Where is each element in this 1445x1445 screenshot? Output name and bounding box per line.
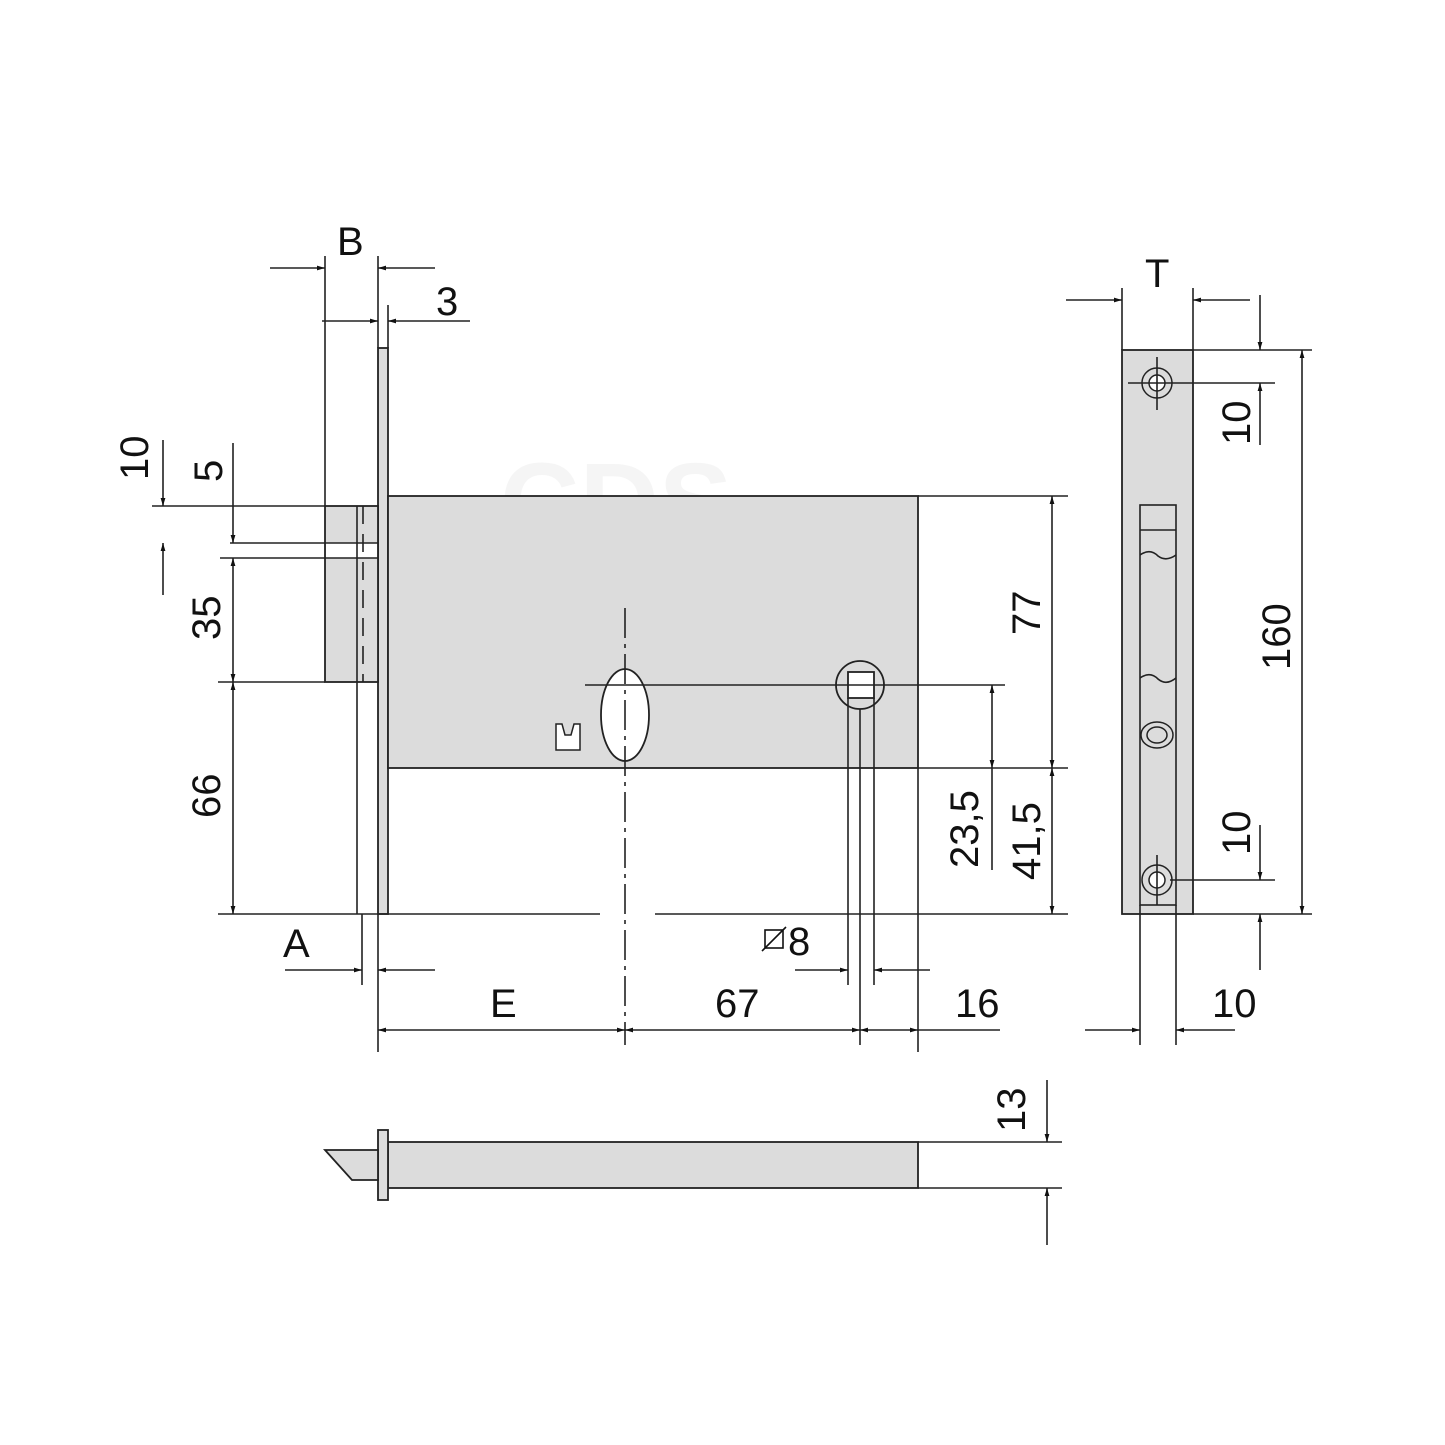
drawing-shape	[1139, 550, 1177, 560]
dim-label-5: 5	[187, 460, 231, 482]
latch-icon	[555, 723, 581, 751]
dim-label-B: B	[337, 220, 364, 264]
dim-label-10-latch: 10	[113, 436, 157, 481]
dim-label-10-width: 10	[1212, 982, 1257, 1026]
lock-case	[387, 495, 919, 769]
deadbolt-view: 13	[322, 1080, 1062, 1245]
dim-label-10-bottom: 10	[1215, 811, 1259, 856]
faceplate	[377, 347, 389, 915]
dimension-line	[761, 926, 787, 952]
latch-bolt	[324, 505, 379, 683]
square-spindle-icon	[761, 926, 787, 952]
lock-front-view	[152, 347, 1068, 1052]
dim-label-160: 160	[1255, 603, 1299, 670]
dimensions-front: B 3 10 5 35 66 77 23,5 41,5 A E 67 16	[113, 220, 1055, 1052]
faceplate-side	[1121, 349, 1194, 915]
dim-label-13: 13	[990, 1088, 1034, 1133]
dim-label-10-top: 10	[1215, 401, 1259, 446]
dim-label-A: A	[283, 922, 310, 966]
dim-label-T: T	[1145, 252, 1169, 296]
dim-label-16: 16	[955, 982, 1000, 1026]
faceplate-slot	[1139, 504, 1177, 906]
deadbolt-nose	[322, 1149, 379, 1181]
dim-label-41-5: 41,5	[1005, 802, 1049, 880]
drawing-shape	[1146, 726, 1168, 744]
dim-label-E: E	[490, 982, 517, 1026]
dim-label-square-8: 8	[788, 920, 810, 964]
latch-slot	[326, 543, 377, 558]
screw-hole-middle-icon	[1140, 721, 1174, 749]
deadbolt-body	[387, 1141, 919, 1189]
drawing-shape	[1139, 673, 1177, 684]
dim-label-23-5: 23,5	[943, 790, 987, 868]
faceplate-side-view: T 10 160 10 10	[1066, 252, 1312, 1045]
dim-label-66: 66	[185, 774, 229, 819]
deadbolt-flange	[377, 1129, 389, 1201]
drawing-shape	[1140, 721, 1174, 749]
dim-label-77: 77	[1005, 591, 1049, 636]
dim-label-35: 35	[185, 596, 229, 641]
dim-label-3: 3	[436, 280, 458, 324]
drawing-shape	[764, 929, 784, 949]
dim-label-67: 67	[715, 982, 760, 1026]
